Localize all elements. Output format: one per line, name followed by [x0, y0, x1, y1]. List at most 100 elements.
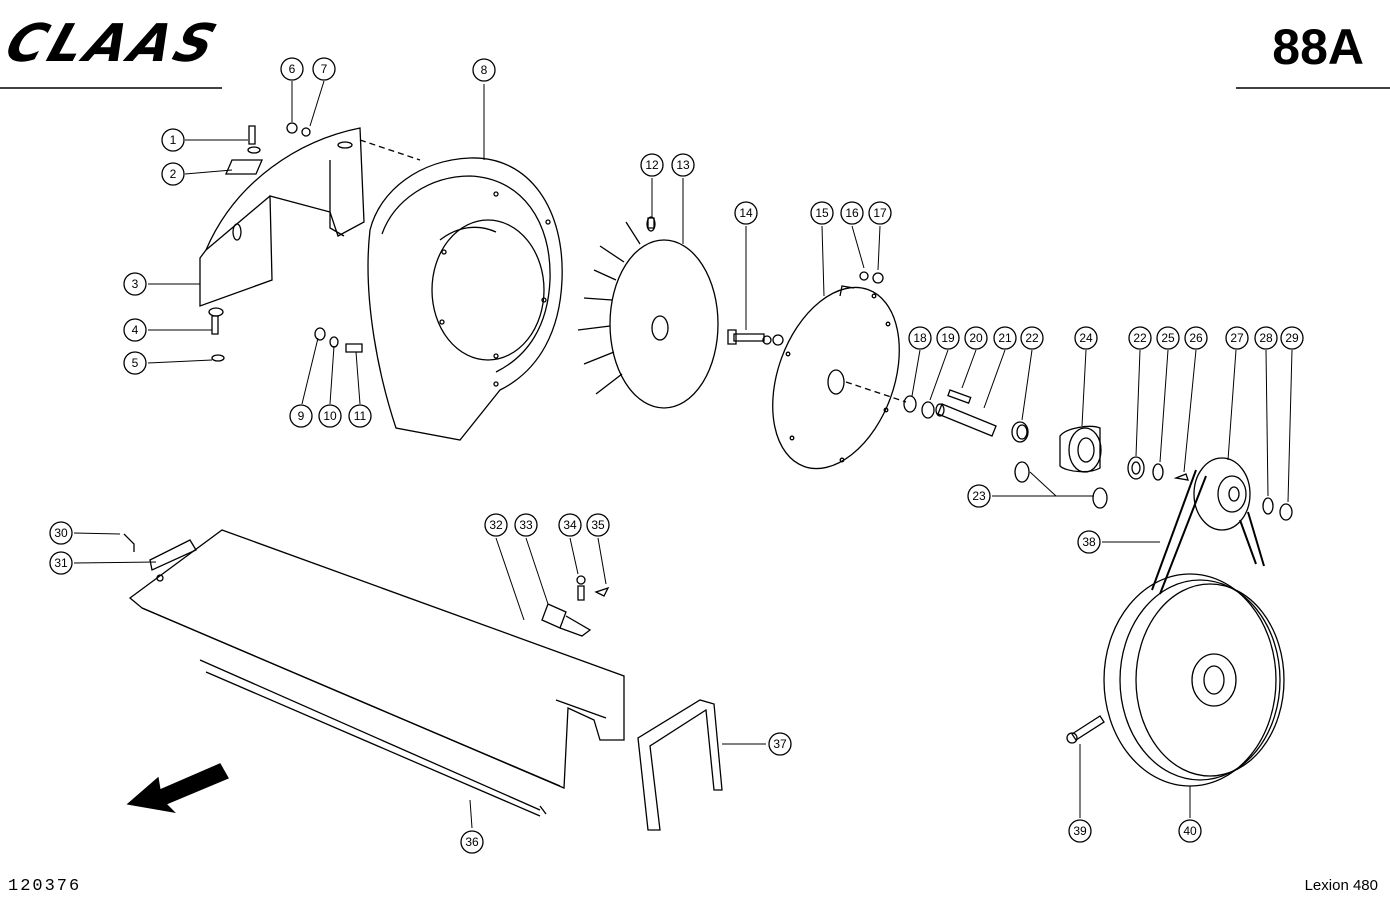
small-fasteners	[124, 123, 883, 581]
chute-cover-part	[130, 530, 624, 816]
callout-24: 24	[1074, 326, 1098, 350]
svg-text:21: 21	[998, 331, 1012, 345]
drawing-number: 120376	[8, 877, 82, 896]
callout-2: 2	[161, 162, 185, 186]
belt-part	[1152, 470, 1264, 594]
svg-text:4: 4	[132, 323, 139, 337]
svg-text:3: 3	[132, 277, 139, 291]
callout-17: 17	[868, 201, 892, 225]
svg-text:40: 40	[1183, 824, 1197, 838]
svg-text:22: 22	[1133, 331, 1147, 345]
fan-impeller-part	[578, 217, 718, 408]
bracket-part	[638, 700, 722, 830]
callout-15: 15	[810, 201, 834, 225]
svg-text:2: 2	[170, 167, 177, 181]
callout-40: 40	[1178, 819, 1202, 843]
bolt-14-part	[728, 330, 783, 345]
backing-plate-part	[749, 270, 922, 486]
callout-37: 37	[768, 732, 792, 756]
leader-lines	[73, 80, 1293, 829]
svg-text:26: 26	[1189, 331, 1203, 345]
callout-23: 23	[967, 484, 991, 508]
callout-33: 33	[514, 513, 538, 537]
svg-text:23: 23	[972, 489, 986, 503]
bearing-set-part	[1128, 457, 1188, 480]
svg-text:10: 10	[323, 409, 337, 423]
svg-text:31: 31	[54, 556, 68, 570]
latch-part	[542, 576, 608, 636]
svg-text:37: 37	[773, 737, 787, 751]
callout-35: 35	[586, 513, 610, 537]
svg-text:8: 8	[481, 63, 488, 77]
svg-text:32: 32	[489, 518, 503, 532]
svg-text:27: 27	[1230, 331, 1244, 345]
svg-text:29: 29	[1285, 331, 1299, 345]
svg-text:20: 20	[969, 331, 983, 345]
svg-text:22: 22	[1025, 331, 1039, 345]
svg-text:18: 18	[913, 331, 927, 345]
callout-30: 30	[49, 521, 73, 545]
svg-text:28: 28	[1259, 331, 1273, 345]
page-number: 88A	[1272, 19, 1364, 75]
svg-text:12: 12	[645, 158, 659, 172]
svg-text:25: 25	[1161, 331, 1175, 345]
callout-14: 14	[734, 201, 758, 225]
svg-text:11: 11	[354, 409, 367, 423]
callout-6: 6	[280, 57, 304, 81]
shaft-part	[904, 390, 1028, 442]
callout-39: 39	[1068, 819, 1092, 843]
callout-18: 18	[908, 326, 932, 350]
svg-text:39: 39	[1073, 824, 1087, 838]
callout-8: 8	[472, 58, 496, 82]
svg-text:5: 5	[132, 356, 139, 370]
svg-text:19: 19	[941, 331, 955, 345]
callout-7: 7	[312, 57, 336, 81]
callout-10: 10	[318, 404, 342, 428]
callout-4: 4	[123, 318, 147, 342]
svg-text:38: 38	[1082, 535, 1096, 549]
callout-20: 20	[964, 326, 988, 350]
callout-27: 27	[1225, 326, 1249, 350]
callout-36: 36	[460, 830, 484, 854]
callout-11: 11	[348, 404, 372, 428]
svg-text:9: 9	[298, 409, 305, 423]
callout-31: 31	[49, 551, 73, 575]
svg-text:30: 30	[54, 526, 68, 540]
machine-model: Lexion 480	[1304, 877, 1378, 894]
svg-text:35: 35	[591, 518, 605, 532]
callout-26: 26	[1184, 326, 1208, 350]
svg-text:36: 36	[465, 835, 479, 849]
callout-29: 29	[1280, 326, 1304, 350]
callout-13: 13	[671, 153, 695, 177]
bolt-39-part	[1067, 716, 1104, 743]
svg-text:15: 15	[815, 206, 829, 220]
svg-text:7: 7	[321, 62, 328, 76]
svg-text:1: 1	[170, 133, 177, 147]
callout-32: 32	[484, 513, 508, 537]
callout-12: 12	[640, 153, 664, 177]
callouts: 1 2 3 4 5 6 7 8 9 10 11 12 13 14 15 16 1…	[49, 57, 1304, 854]
svg-text:34: 34	[563, 518, 577, 532]
callout-34: 34	[558, 513, 582, 537]
callout-28: 28	[1254, 326, 1278, 350]
svg-text:24: 24	[1079, 331, 1093, 345]
small-pulley-part	[1194, 458, 1292, 530]
svg-text:6: 6	[289, 62, 296, 76]
large-pulley-part	[1104, 574, 1284, 786]
callout-25: 25	[1156, 326, 1180, 350]
svg-text:13: 13	[676, 158, 690, 172]
callout-38: 38	[1077, 530, 1101, 554]
svg-text:16: 16	[845, 206, 859, 220]
callout-16: 16	[840, 201, 864, 225]
callout-5: 5	[123, 351, 147, 375]
direction-arrow-icon	[126, 763, 229, 813]
shield-part	[200, 128, 420, 306]
callout-19: 19	[936, 326, 960, 350]
callout-22-second: 22	[1128, 326, 1152, 350]
callout-22: 22	[1020, 326, 1044, 350]
bearing-housing-part	[1015, 426, 1107, 508]
callout-3: 3	[123, 272, 147, 296]
svg-text:14: 14	[739, 206, 753, 220]
